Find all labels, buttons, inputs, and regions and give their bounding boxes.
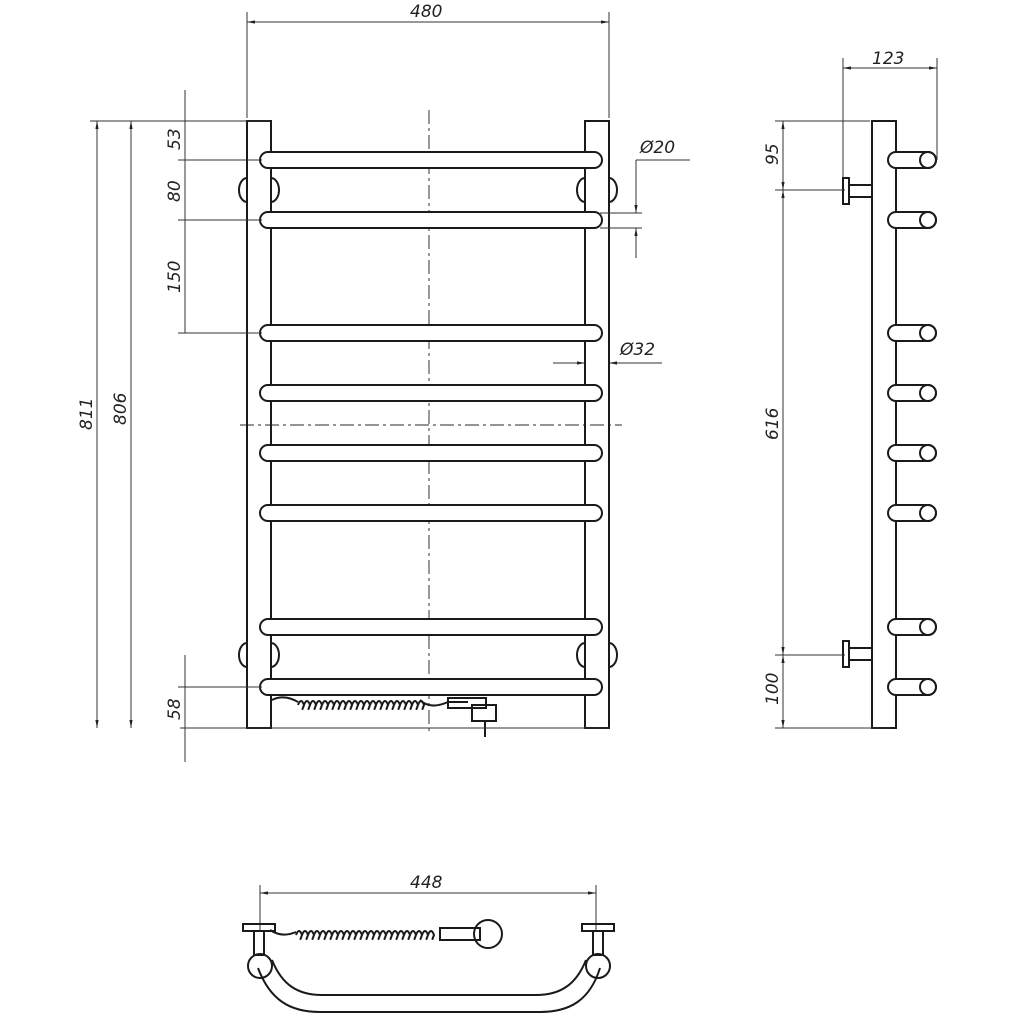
rung [259, 444, 603, 462]
rung-end [919, 151, 937, 169]
side-rung [887, 504, 937, 522]
side-rung [887, 151, 937, 169]
rung-end [919, 324, 937, 342]
wall-mounts [238, 177, 618, 668]
rungs [259, 151, 603, 696]
bottom-plug [439, 927, 481, 941]
dim-rung-diameter: Ø20 [639, 138, 675, 158]
dim-rung-gap-2: 150 [165, 261, 185, 293]
dim-bracket-bottom: 100 [763, 673, 783, 705]
rung [259, 384, 603, 402]
plug [447, 697, 487, 709]
side-view: 123 95 616 100 [763, 49, 938, 729]
dim-bottom-width: 448 [410, 873, 443, 893]
rung-end [919, 678, 937, 696]
dim-rung-gap-1: 80 [165, 180, 185, 202]
front-view: 480 811 806 53 80 150 58 Ø20 Ø32 [77, 2, 690, 762]
rung [259, 504, 603, 522]
dim-bracket-spacing: 616 [763, 407, 783, 440]
side-rung [887, 678, 937, 696]
side-rungs [887, 151, 937, 696]
rung [259, 211, 603, 229]
dim-total-height: 811 [77, 398, 97, 430]
dim-bracket-top: 95 [763, 143, 783, 165]
dim-top-offset: 53 [165, 128, 185, 150]
u-tube [257, 967, 601, 1013]
rung-end [919, 444, 937, 462]
side-rung [887, 384, 937, 402]
rung-end [919, 618, 937, 636]
rung-end [919, 211, 937, 229]
side-rung [887, 211, 937, 229]
side-rung [887, 618, 937, 636]
rung-end [919, 384, 937, 402]
bottom-view: 448 [242, 873, 615, 1013]
dim-width: 480 [410, 2, 442, 22]
rung [259, 678, 603, 696]
side-rung [887, 444, 937, 462]
rung-end [919, 504, 937, 522]
rung [259, 151, 603, 169]
heating-cable [271, 696, 497, 737]
side-brackets [842, 177, 873, 668]
side-rung [887, 324, 937, 342]
dim-rail-diameter: Ø32 [619, 340, 655, 360]
dim-depth: 123 [872, 49, 904, 69]
rung [259, 618, 603, 636]
rung [259, 324, 603, 342]
dim-bottom-offset: 58 [165, 698, 185, 720]
dim-rail-height: 806 [111, 392, 131, 425]
